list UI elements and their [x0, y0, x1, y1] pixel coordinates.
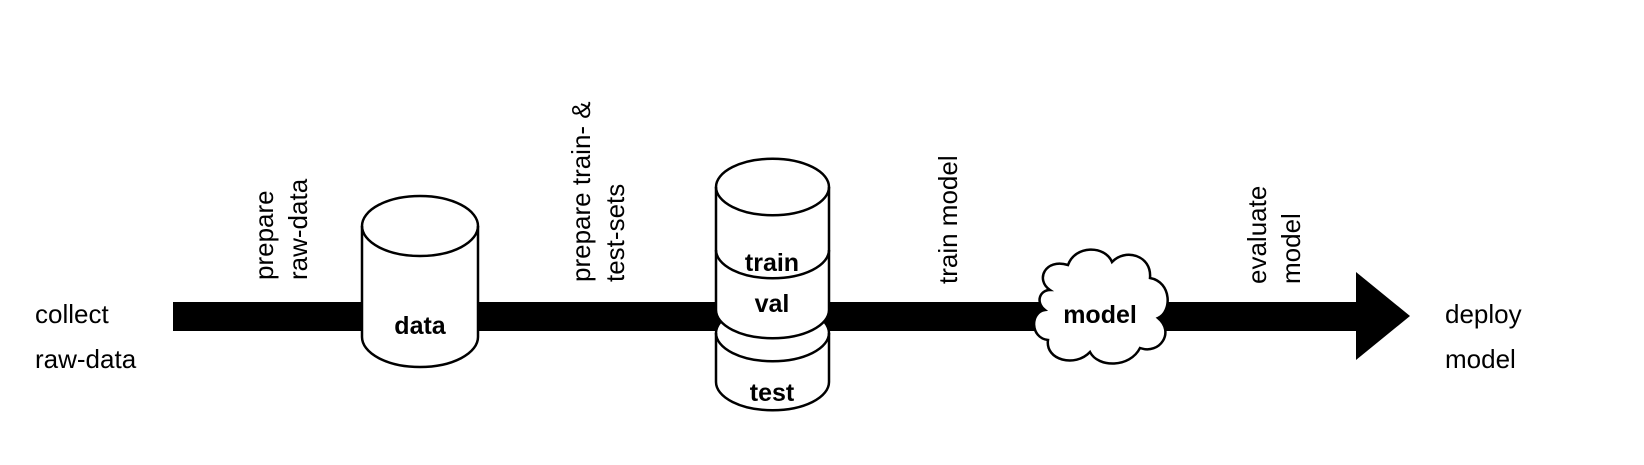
- step-evaluate-line-2: model: [1276, 213, 1306, 284]
- end-line-2: model: [1445, 344, 1516, 374]
- model-label: model: [1063, 301, 1137, 329]
- data-cylinder: data: [360, 194, 480, 369]
- step-prepare-raw-line-1: prepare: [249, 190, 279, 280]
- step-prepare-raw-line-2: raw-data: [283, 178, 313, 280]
- step-prepare-sets-line-1: prepare train- &: [566, 101, 596, 282]
- val-label: val: [755, 290, 790, 318]
- end-line-1: deploy: [1445, 299, 1522, 329]
- start-line-1: collect: [35, 299, 109, 329]
- step-evaluate-line-1: evaluate: [1242, 186, 1272, 284]
- model-cloud: model: [1032, 248, 1169, 365]
- train-val-cylinder: train val: [714, 157, 831, 340]
- step-train-model: train model: [933, 155, 963, 284]
- data-label: data: [394, 312, 447, 340]
- step-prepare-sets-line-2: test-sets: [600, 184, 630, 282]
- arrow-head: [1356, 272, 1410, 360]
- test-label: test: [750, 379, 795, 407]
- train-label: train: [745, 249, 799, 277]
- start-line-2: raw-data: [35, 344, 137, 374]
